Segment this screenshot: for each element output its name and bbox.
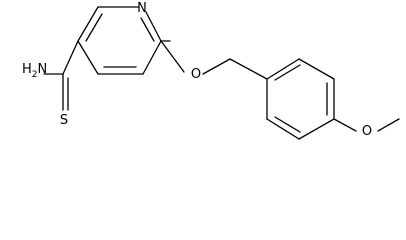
bond-c4-c5 xyxy=(77,40,99,75)
bond-b1-b2-inner xyxy=(274,64,301,81)
amide-hydrogen-count: 2 xyxy=(32,70,38,80)
thioamide-group xyxy=(43,40,79,111)
bond-c2-c3 xyxy=(142,40,162,75)
amide-hydrogen-label: H xyxy=(22,62,32,77)
bond-methoxy-o-ch3 xyxy=(377,118,400,132)
bond-n1-c2 xyxy=(145,11,162,42)
chemical-structure-diagram: N O O S H2N xyxy=(22,1,400,140)
thioamide-sulfur-label: S xyxy=(60,113,68,128)
bond-b2-b3 xyxy=(298,58,335,80)
bond-c5-c6 xyxy=(77,6,99,42)
bond-ring-to-ether-o xyxy=(160,40,185,73)
bond-b4-b5 xyxy=(298,118,335,140)
bond-n1-c2-inner xyxy=(140,17,155,42)
bond-c5-c6-inner xyxy=(85,13,103,42)
bond-b5-b6 xyxy=(266,118,300,140)
bond-o-ch2 xyxy=(202,58,231,75)
methoxy-group xyxy=(333,118,400,132)
pyridine-ring xyxy=(77,6,162,75)
bond-b1-b2 xyxy=(266,58,300,80)
benzyloxy-linker xyxy=(160,40,268,80)
bond-b5-b6-inner xyxy=(274,116,301,133)
pyridine-nitrogen-label: N xyxy=(137,1,147,16)
ether-oxygen-label: O xyxy=(191,67,201,82)
bond-ring-to-methoxy-o xyxy=(333,118,357,132)
methoxy-oxygen-label: O xyxy=(362,124,372,139)
amide-nitrogen-label: H2N xyxy=(22,62,47,80)
bond-c4-thiocarbon xyxy=(62,40,79,75)
benzene-ring xyxy=(266,58,335,140)
amide-nitrogen-element: N xyxy=(38,62,48,77)
bond-ch2-aryl xyxy=(229,58,268,80)
